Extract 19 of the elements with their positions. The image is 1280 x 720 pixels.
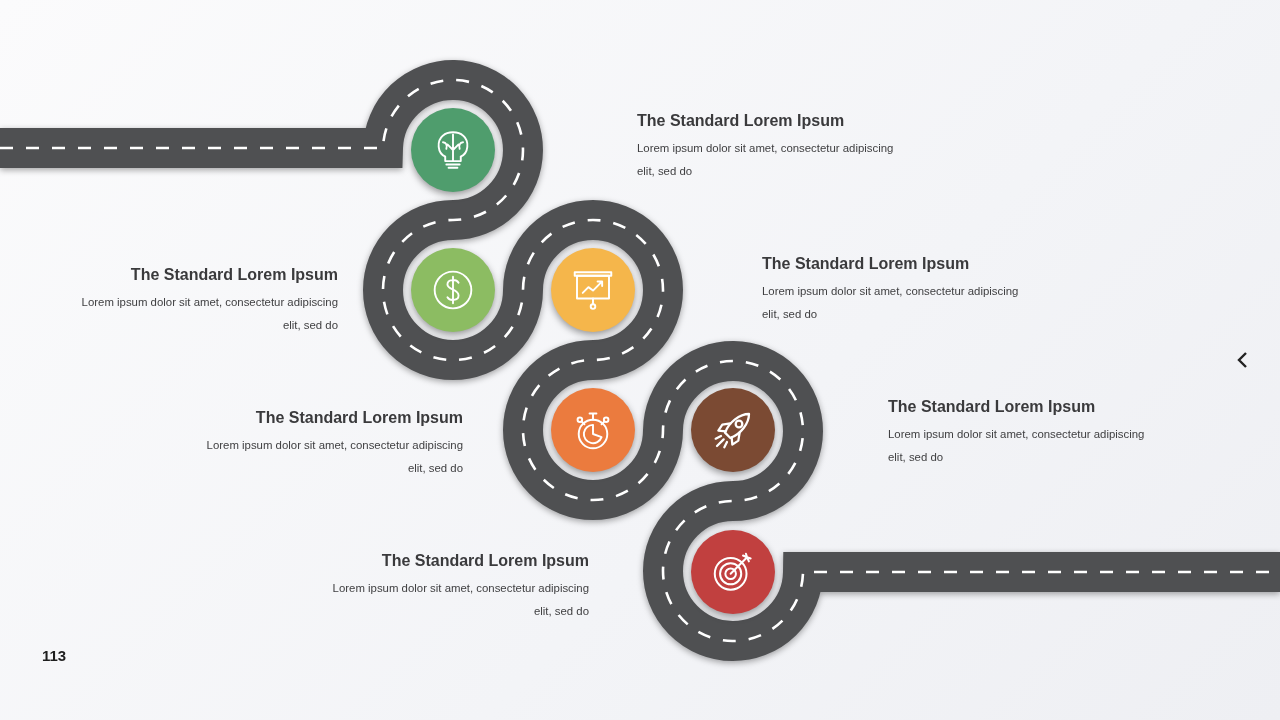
step-description: Lorem ipsum dolor sit amet, consectetur adipiscing elit, sed do xyxy=(762,284,1020,322)
step-description: Lorem ipsum dolor sit amet, consectetur adipiscing elit, sed do xyxy=(888,427,1146,465)
page-number: 113 xyxy=(42,647,67,664)
step-description: Lorem ipsum dolor sit amet, consectetur adipiscing elit, sed do xyxy=(205,438,463,476)
step-heading: The Standard Lorem Ipsum xyxy=(130,265,338,285)
step-description: Lorem ipsum dolor sit amet, consectetur adipiscing elit, sed do xyxy=(80,295,338,333)
step-circle xyxy=(691,530,775,614)
step-description: Lorem ipsum dolor sit amet, consectetur adipiscing elit, sed do xyxy=(331,581,589,619)
step-heading: The Standard Lorem Ipsum xyxy=(637,111,845,131)
step-heading: The Standard Lorem Ipsum xyxy=(762,254,970,274)
step-circle xyxy=(411,248,495,332)
step-description: Lorem ipsum dolor sit amet, consectetur adipiscing elit, sed do xyxy=(637,141,895,179)
step-circle xyxy=(411,108,495,192)
step-heading: The Standard Lorem Ipsum xyxy=(255,408,463,428)
step-heading: The Standard Lorem Ipsum xyxy=(888,397,1096,417)
step-circle xyxy=(551,388,635,472)
step-circle xyxy=(691,388,775,472)
step-circle xyxy=(551,248,635,332)
step-heading: The Standard Lorem Ipsum xyxy=(381,551,589,571)
